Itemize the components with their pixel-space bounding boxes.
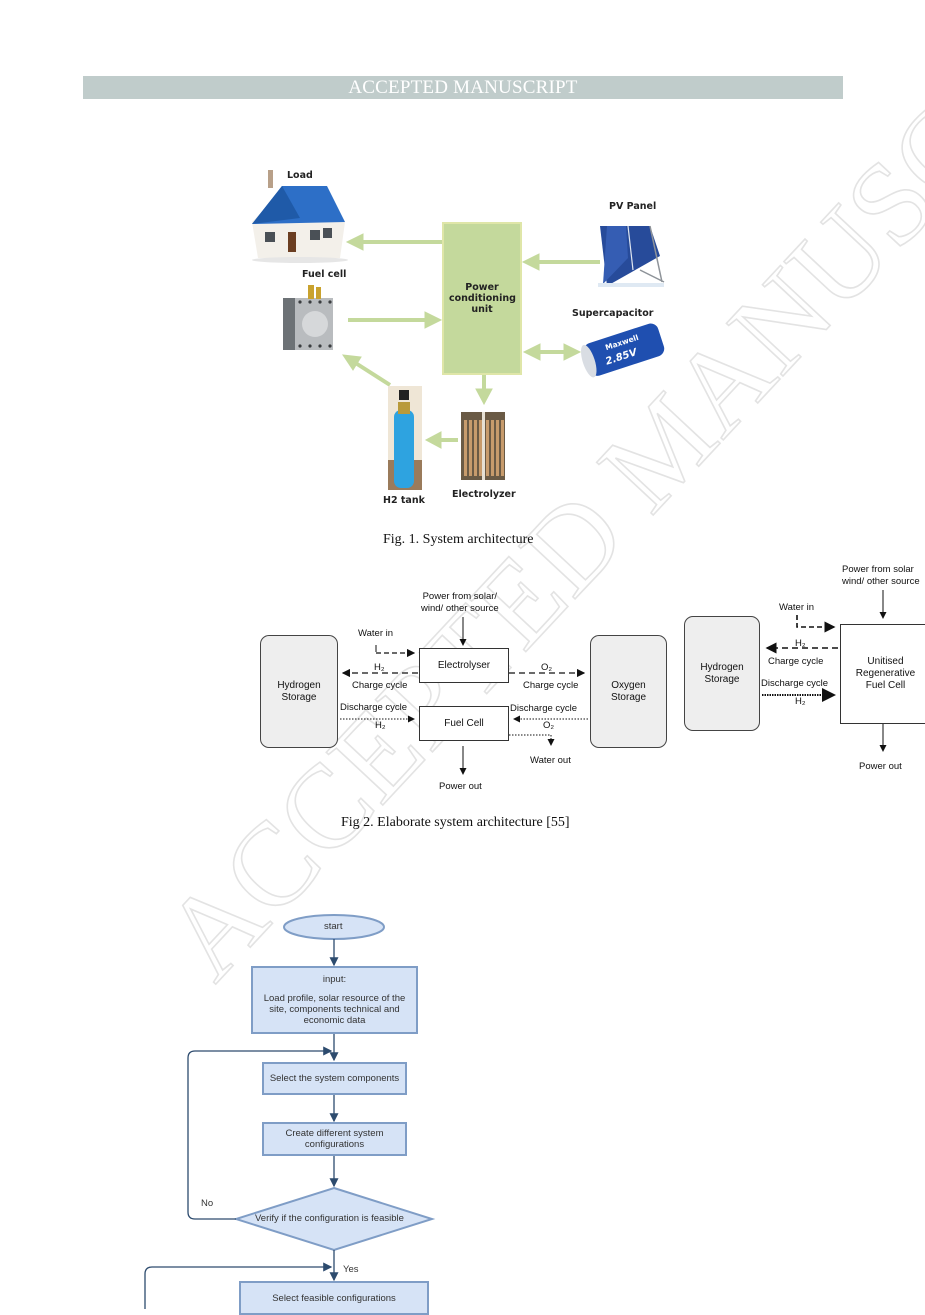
power-source-line-2: wind/ other source: [421, 603, 499, 614]
label-supercapacitor: Supercapacitor: [572, 308, 654, 319]
arrowhead: [424, 311, 443, 329]
discharge-cycle-label-left-h2: Discharge cycle: [340, 702, 408, 713]
create-configurations-line-1: Create different system: [285, 1128, 384, 1139]
arrowhead: [563, 343, 582, 361]
input-body-line-2: site, components technical and: [269, 1004, 400, 1015]
input-body-line-3: economic data: [303, 1015, 366, 1026]
discharge-cycle-label-right: Discharge cycle: [761, 678, 829, 689]
flow-arrow-loop-2: [144, 1262, 333, 1309]
start-label: start: [324, 921, 343, 932]
water-in-label-left: Water in: [358, 628, 394, 639]
input-body-line-1: Load profile, solar resource of the: [263, 993, 406, 1004]
pcu-label: Power conditioning unit: [449, 282, 516, 315]
arrowhead: [424, 431, 442, 449]
select-components-label: Select the system components: [269, 1073, 400, 1084]
arrow-h2-to-fuelcell: [352, 360, 392, 387]
label-load: Load: [287, 170, 313, 181]
h2-label-discharge-right: H₂: [795, 696, 806, 707]
h2-label-charge-right: H₂: [795, 638, 806, 649]
power-conditioning-unit: Power conditioning unit: [442, 222, 522, 375]
charge-cycle-label-o2: Charge cycle: [523, 680, 579, 691]
arrowhead: [341, 354, 362, 371]
label-fuel-cell: Fuel cell: [302, 269, 347, 280]
urfc-line-1: Unitised: [867, 656, 904, 667]
pv-panel-icon: [598, 225, 665, 287]
urfc-line-3: Fuel Cell: [865, 680, 906, 691]
create-configurations-box: Create different system configurations: [262, 1122, 407, 1156]
power-source-right-line-1: Power from solar: [842, 564, 914, 575]
supercapacitor-icon: Maxwell 2.85V: [581, 323, 665, 378]
verify-label: Verify if the configuration is feasible: [255, 1213, 404, 1224]
hydrogen-storage-line-2: Storage: [281, 691, 317, 703]
label-h2-tank: H2 tank: [383, 495, 425, 506]
arrow-water-in-right: [796, 615, 836, 633]
fuel-cell-icon: [283, 285, 333, 350]
urfc-line-2: Regenerative: [855, 668, 916, 679]
figure-2-caption: Fig 2. Elaborate system architecture [55…: [341, 815, 570, 830]
arrowhead: [475, 388, 493, 406]
charge-cycle-label-right: Charge cycle: [768, 656, 824, 667]
arrow-water-out: [509, 734, 555, 746]
water-out-label: Water out: [530, 755, 571, 766]
oxygen-storage-line-2: Storage: [610, 691, 647, 703]
charge-cycle-label-left-h2: Charge cycle: [352, 680, 408, 691]
arrowhead: [522, 343, 541, 361]
house-icon: [252, 170, 348, 263]
figure-1-caption: Fig. 1. System architecture: [383, 532, 534, 547]
o2-label-charge: O₂: [541, 662, 553, 673]
discharge-cycle-label-o2: Discharge cycle: [510, 703, 578, 714]
hydrogen-storage-right-line-1: Hydrogen: [700, 661, 744, 673]
electrolyzer-icon: [461, 412, 505, 480]
figure-2-graphics: [340, 590, 887, 775]
h2-tank-icon: [388, 386, 422, 490]
fuel-cell-label: Fuel Cell: [444, 717, 484, 729]
power-source-right-line-2: wind/ other source: [842, 576, 920, 587]
flow-arrow-no-loop: [187, 1046, 333, 1220]
power-source-line-1: Power from solar/: [422, 591, 498, 602]
create-configurations-line-2: configurations: [304, 1139, 365, 1150]
no-label: No: [201, 1198, 214, 1209]
water-in-label-right: Water in: [779, 602, 815, 613]
power-source-label-left: Power from solar/ wind/ other source: [421, 591, 499, 615]
h2-label-discharge-left: H₂: [375, 720, 386, 731]
hydrogen-storage-right-line-2: Storage: [704, 673, 740, 685]
h2-label-charge-left: H₂: [374, 662, 385, 673]
fuel-cell-box: Fuel Cell: [419, 706, 509, 741]
label-electrolyzer: Electrolyzer: [452, 489, 516, 500]
yes-label: Yes: [343, 1264, 359, 1275]
electrolyser-box: Electrolyser: [419, 648, 509, 683]
select-feasible-box: Select feasible configurations: [239, 1281, 429, 1315]
power-out-label-right: Power out: [859, 761, 902, 772]
select-feasible-label: Select feasible configurations: [272, 1292, 396, 1304]
label-pv-panel: PV Panel: [609, 201, 657, 212]
electrolyser-label: Electrolyser: [437, 659, 491, 671]
hydrogen-storage-line-1: Hydrogen: [277, 679, 321, 691]
arrowhead: [345, 233, 364, 251]
power-source-label-right: Power from solar wind/ other source: [842, 564, 920, 588]
arrowhead: [521, 253, 540, 271]
power-out-label-left: Power out: [439, 781, 482, 792]
input-title: input:: [322, 974, 347, 985]
oxygen-storage-line-1: Oxygen: [611, 679, 646, 691]
accepted-manuscript-banner: ACCEPTED MANUSCRIPT: [83, 76, 843, 99]
o2-label-discharge: O₂: [543, 720, 555, 731]
input-box: input: Load profile, solar resource of t…: [251, 966, 418, 1034]
figure-1-graphics: Maxwell 2.85V: [252, 170, 665, 490]
select-components-box: Select the system components: [262, 1062, 407, 1095]
